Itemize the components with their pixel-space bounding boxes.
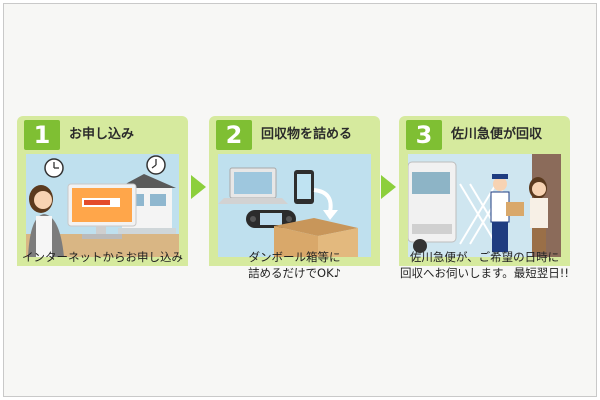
computer-monitor-icon (67, 183, 137, 239)
clock-icon (146, 155, 166, 175)
step-3-number: 3 (406, 120, 442, 150)
truck-icon (408, 161, 457, 253)
caption-line: ダンボール箱等に (248, 250, 341, 264)
caption-line: 回収へお伺いします。最短翌日!! (399, 266, 570, 280)
caption-line: 佐川急便が、ご希望の日時に (409, 250, 560, 264)
step-1-panel: 1 お申し込み (17, 116, 188, 266)
step-1-header: 1 お申し込み (17, 116, 188, 154)
caption-line: 詰めるだけでOK♪ (248, 266, 341, 280)
step-2-scene (209, 154, 380, 266)
step-2-caption: ダンボール箱等に 詰めるだけでOK♪ (209, 249, 380, 281)
delivery-person-figure (490, 174, 524, 252)
smartphone-icon (294, 170, 314, 204)
step-2-title: 回収物を詰める (261, 127, 353, 142)
step-2-panel: 2 回収物を詰める (209, 116, 380, 266)
step-3-panel: 3 佐川急便が回収 (399, 116, 570, 266)
step-2-illustration (218, 154, 371, 257)
woman-figure (28, 185, 64, 257)
step-2-number: 2 (216, 120, 252, 150)
step-3-scene (399, 154, 570, 266)
step-2-header: 2 回収物を詰める (209, 116, 380, 154)
game-console-icon (246, 210, 296, 228)
clock-icon (44, 158, 64, 178)
step-3-illustration (408, 154, 561, 257)
step-3-header: 3 佐川急便が回収 (399, 116, 570, 154)
step-3-title: 佐川急便が回収 (451, 127, 543, 142)
step-1-number: 1 (24, 120, 60, 150)
step-1-caption: インターネットからお申し込み (17, 249, 188, 265)
step-3-caption: 佐川急便が、ご希望の日時に 回収へお伺いします。最短翌日!! (399, 249, 570, 281)
laptop-icon (218, 167, 288, 204)
caption-line: インターネットからお申し込み (22, 250, 183, 264)
cardboard-box-icon (274, 218, 358, 257)
arrow-right-icon (191, 175, 206, 199)
step-1-scene (17, 154, 188, 266)
woman-figure (529, 177, 548, 252)
arrow-right-icon (381, 175, 396, 199)
step-1-title: お申し込み (69, 127, 135, 142)
step-1-illustration (26, 154, 179, 257)
